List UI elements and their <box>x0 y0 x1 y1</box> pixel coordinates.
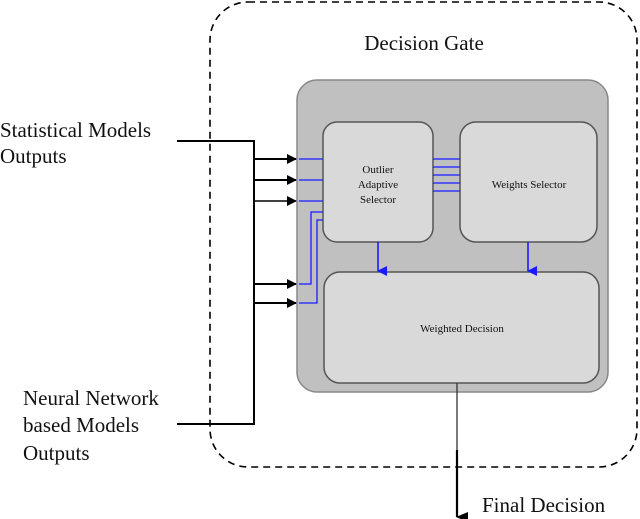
statistical-models-label: Statistical Models Outputs <box>0 118 151 168</box>
weights-selector-label: Weights Selector <box>492 179 567 191</box>
svg-text:Outputs: Outputs <box>0 144 67 168</box>
svg-text:based Models: based Models <box>23 413 139 437</box>
outlier-label-line2: Adaptive <box>358 179 398 191</box>
weighted-decision-block[interactable]: Weighted Decision <box>323 271 600 384</box>
outlier-adaptive-selector-block[interactable]: Outlier Adaptive Selector <box>322 121 434 243</box>
outlier-label-line3: Selector <box>360 194 396 206</box>
input-arrows <box>254 154 297 308</box>
outlier-label-line1: Outlier <box>362 164 393 176</box>
panel-input-routing <box>299 158 323 304</box>
decision-gate-boundary <box>209 1 638 468</box>
svg-text:Statistical Models: Statistical Models <box>0 118 151 142</box>
input-bus <box>177 140 255 425</box>
selector-connectors <box>433 158 460 192</box>
weighted-decision-label: Weighted Decision <box>420 323 504 335</box>
final-decision-label: Final Decision <box>482 493 606 517</box>
svg-text:Outputs: Outputs <box>23 441 90 465</box>
decision-gate-title: Decision Gate <box>364 31 484 55</box>
svg-text:Neural Network: Neural Network <box>23 386 159 410</box>
weights-selector-block[interactable]: Weights Selector <box>459 121 598 243</box>
neural-network-label: Neural Network based Models Outputs <box>23 386 159 465</box>
